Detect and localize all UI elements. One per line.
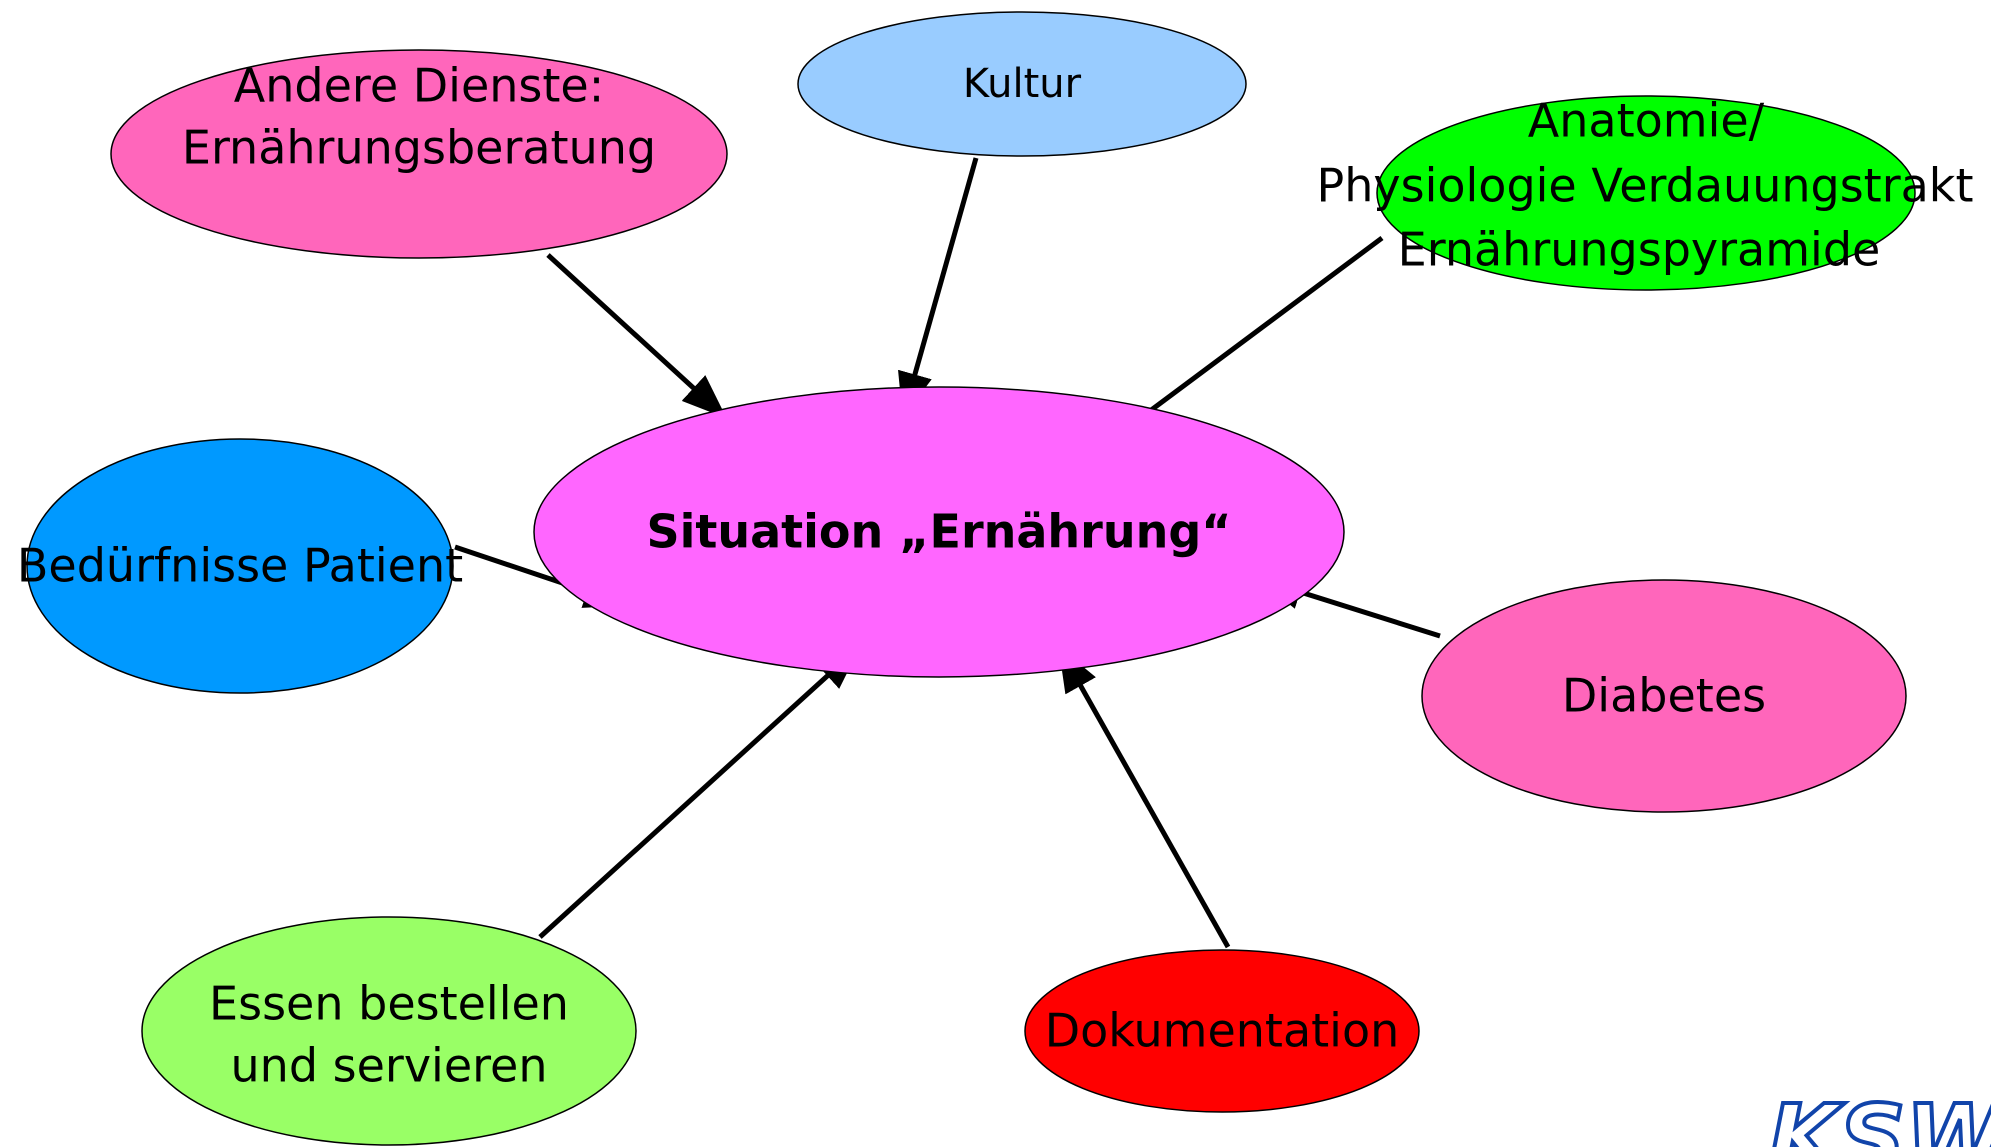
ksw-logo-text: KSW xyxy=(1768,1085,1991,1147)
anatomie-label-line-3: Ernährungspyramide xyxy=(1398,223,1881,277)
diabetes-ellipse xyxy=(1421,579,1907,813)
center-node: Situation „Ernährung“ xyxy=(533,386,1345,678)
node-dokumentation: Dokumentation xyxy=(1024,949,1420,1113)
diabetes-label: Diabetes xyxy=(1562,669,1766,723)
center-ellipse xyxy=(533,386,1345,678)
node-beduerfnisse: Bedürfnisse Patient xyxy=(17,438,463,694)
arrow-andere-dienste xyxy=(546,253,727,419)
dokumentation-label: Dokumentation xyxy=(1045,1004,1400,1058)
essen-label-line-1: Essen bestellen xyxy=(209,977,569,1031)
connector-arrows xyxy=(454,157,1441,949)
node-andere-dienste: Andere Dienste: Ernährungsberatung xyxy=(110,49,728,259)
node-anatomie: Anatomie/ Physiologie Verdauungstrakt Er… xyxy=(1317,94,1974,291)
ksw-logo: KSW xyxy=(1766,1083,1991,1147)
node-diabetes: Diabetes xyxy=(1421,579,1907,813)
kultur-ellipse xyxy=(797,11,1247,157)
anatomie-ellipse xyxy=(1376,95,1916,291)
center-label: Situation „Ernährung“ xyxy=(646,505,1231,559)
andere-dienste-label-line-1: Andere Dienste: xyxy=(234,59,604,113)
anatomie-label-line-2: Physiologie Verdauungstrakt xyxy=(1317,159,1974,213)
arrow-kultur xyxy=(898,157,979,418)
andere-dienste-ellipse xyxy=(110,49,728,259)
essen-label-line-2: und servieren xyxy=(231,1039,548,1093)
beduerfnisse-label: Bedürfnisse Patient xyxy=(17,539,463,593)
node-kultur: Kultur xyxy=(797,11,1247,157)
dokumentation-ellipse xyxy=(1024,949,1420,1113)
arrow-dokumentation xyxy=(1058,646,1231,949)
essen-ellipse xyxy=(141,916,637,1146)
anatomie-label-line-1: Anatomie/ xyxy=(1528,94,1765,148)
beduerfnisse-ellipse xyxy=(26,438,454,694)
arrow-essen xyxy=(538,645,861,939)
kultur-label: Kultur xyxy=(963,61,1082,107)
andere-dienste-label-line-2: Ernährungsberatung xyxy=(182,121,656,175)
node-essen: Essen bestellen und servieren xyxy=(141,916,637,1146)
